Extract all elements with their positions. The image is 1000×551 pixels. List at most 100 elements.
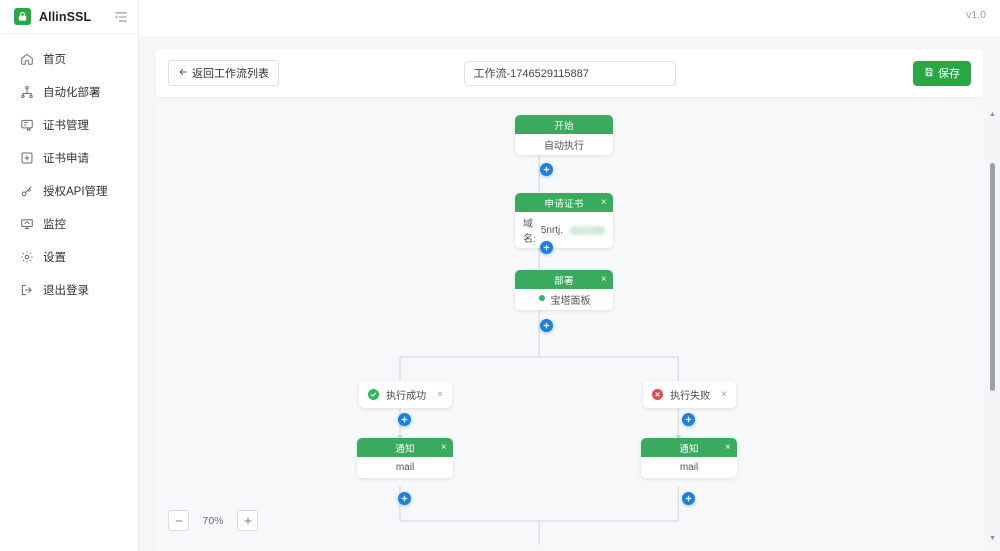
- sidebar-item-label: 设置: [43, 251, 66, 264]
- bt-panel-icon: [538, 294, 546, 305]
- plus-circle-icon: [685, 495, 692, 502]
- save-button[interactable]: 保存: [913, 60, 971, 86]
- sidebar-item-monitor[interactable]: 监控: [0, 207, 138, 240]
- save-button-label: 保存: [938, 68, 960, 80]
- canvas-vertical-scrollbar[interactable]: ▲ ▼: [987, 108, 998, 545]
- sidebar-item-label: 证书管理: [43, 119, 89, 132]
- plus-square-icon: [20, 151, 34, 165]
- logout-icon: [20, 283, 34, 297]
- node-header: 通知 ×: [357, 438, 453, 457]
- gear-icon: [20, 250, 34, 264]
- plus-icon: [244, 517, 251, 524]
- node-title: 申请证书: [544, 198, 584, 210]
- plus-circle-icon: [543, 166, 550, 173]
- add-node-button-success-branch[interactable]: [398, 413, 411, 426]
- caret-up-icon[interactable]: ▲: [989, 111, 996, 118]
- plus-circle-icon: [685, 416, 692, 423]
- flow-condition-failure[interactable]: 执行失败 ×: [643, 381, 736, 408]
- flow-node-apply-cert[interactable]: 申请证书 × 域名: 5nrtj.: [515, 193, 613, 248]
- sidebar-item-label: 自动化部署: [43, 86, 101, 99]
- delete-condition-icon[interactable]: ×: [721, 389, 727, 400]
- node-body: 域名: 5nrtj.: [515, 212, 613, 248]
- sidebar-item-logout[interactable]: 退出登录: [0, 273, 138, 306]
- plus-circle-icon: [543, 322, 550, 329]
- node-header: 部署 ×: [515, 270, 613, 289]
- workflow-name-input[interactable]: [463, 60, 676, 86]
- node-title: 通知: [395, 443, 415, 455]
- node-header: 开始: [515, 115, 613, 134]
- sidebar-collapse-icon[interactable]: [114, 10, 128, 24]
- back-to-workflow-list-button[interactable]: 返回工作流列表: [168, 60, 279, 86]
- zoom-out-button[interactable]: [168, 510, 189, 531]
- add-node-button-after-notify-success[interactable]: [398, 492, 411, 505]
- version-label: v1.0: [966, 9, 986, 21]
- times-circle-icon: [652, 389, 663, 400]
- monitor-icon: [20, 217, 34, 231]
- node-body: mail: [357, 457, 453, 478]
- node-title: 部署: [554, 275, 574, 287]
- node-body-label: 域名:: [523, 219, 536, 245]
- scrollbar-thumb[interactable]: [990, 163, 995, 391]
- flow-node-notify-failure[interactable]: 通知 × mail: [641, 438, 737, 478]
- condition-label: 执行成功: [386, 391, 427, 402]
- zoom-controls: 70%: [168, 510, 258, 531]
- add-node-button-after-notify-failure[interactable]: [682, 492, 695, 505]
- add-node-button-failure-branch[interactable]: [682, 413, 695, 426]
- home-icon: [20, 52, 34, 66]
- node-body-text: mail: [679, 462, 699, 473]
- caret-down-icon[interactable]: ▼: [989, 535, 996, 542]
- delete-condition-icon[interactable]: ×: [437, 389, 443, 400]
- back-button-label: 返回工作流列表: [192, 68, 269, 80]
- flow-node-start[interactable]: 开始 自动执行: [515, 115, 613, 155]
- node-body-text: 宝塔面板: [550, 296, 591, 307]
- zoom-level-label: 70%: [202, 514, 224, 527]
- node-body-text: mail: [395, 462, 415, 473]
- node-header: 通知 ×: [641, 438, 737, 457]
- workflow-toolbar: 返回工作流列表 保存: [156, 49, 983, 97]
- flow-graph: 开始 自动执行 申请证书 ×: [156, 105, 983, 551]
- lock-icon: [14, 8, 31, 25]
- sidebar: AllinSSL 首页: [0, 0, 139, 551]
- plus-circle-icon: [401, 495, 408, 502]
- node-body: mail: [641, 457, 737, 478]
- sidebar-item-label: 退出登录: [43, 284, 89, 297]
- minus-icon: [175, 520, 182, 521]
- zoom-in-button[interactable]: [237, 510, 258, 531]
- add-branch-button[interactable]: [540, 319, 553, 332]
- delete-node-icon[interactable]: ×: [600, 196, 607, 208]
- scrollbar-track[interactable]: [987, 121, 998, 532]
- delete-node-icon[interactable]: ×: [440, 441, 447, 453]
- node-body-text: 自动执行: [544, 141, 584, 152]
- flow-condition-success[interactable]: 执行成功 ×: [359, 381, 452, 408]
- plus-circle-icon: [543, 244, 550, 251]
- main-area: v1.0 返回工作流列表 保存: [139, 0, 1000, 551]
- sitemap-icon: [20, 85, 34, 99]
- delete-node-icon[interactable]: ×: [600, 273, 607, 285]
- node-title: 开始: [554, 120, 574, 132]
- brand-name: AllinSSL: [39, 9, 92, 24]
- delete-node-icon[interactable]: ×: [724, 441, 731, 453]
- bt-panel-glyph: [538, 295, 545, 301]
- flow-node-deploy[interactable]: 部署 × 宝塔面板: [515, 270, 613, 310]
- sidebar-item-cert-apply[interactable]: 证书申请: [0, 141, 138, 174]
- plus-circle-icon: [401, 416, 408, 423]
- sidebar-item-automation[interactable]: 自动化部署: [0, 75, 138, 108]
- condition-label: 执行失败: [670, 391, 711, 402]
- redacted-domain-mask: [570, 225, 605, 235]
- add-node-button-after-start[interactable]: [540, 163, 553, 176]
- flow-connectors: [397, 151, 682, 545]
- sidebar-item-label: 首页: [43, 53, 66, 66]
- flow-node-notify-success[interactable]: 通知 × mail: [357, 438, 453, 478]
- workflow-canvas[interactable]: 开始 自动执行 申请证书 ×: [156, 105, 983, 551]
- key-icon: [20, 184, 34, 198]
- sidebar-item-settings[interactable]: 设置: [0, 240, 138, 273]
- certificate-icon: [20, 118, 34, 132]
- sidebar-item-cert-management[interactable]: 证书管理: [0, 108, 138, 141]
- sidebar-item-home[interactable]: 首页: [0, 42, 138, 75]
- top-bar: [139, 0, 1000, 36]
- add-node-button-after-apply-cert[interactable]: [540, 241, 553, 254]
- sidebar-item-api-management[interactable]: 授权API管理: [0, 174, 138, 207]
- sidebar-nav: 首页 自动化部署 证书管理: [0, 34, 138, 306]
- sidebar-item-label: 监控: [43, 218, 66, 231]
